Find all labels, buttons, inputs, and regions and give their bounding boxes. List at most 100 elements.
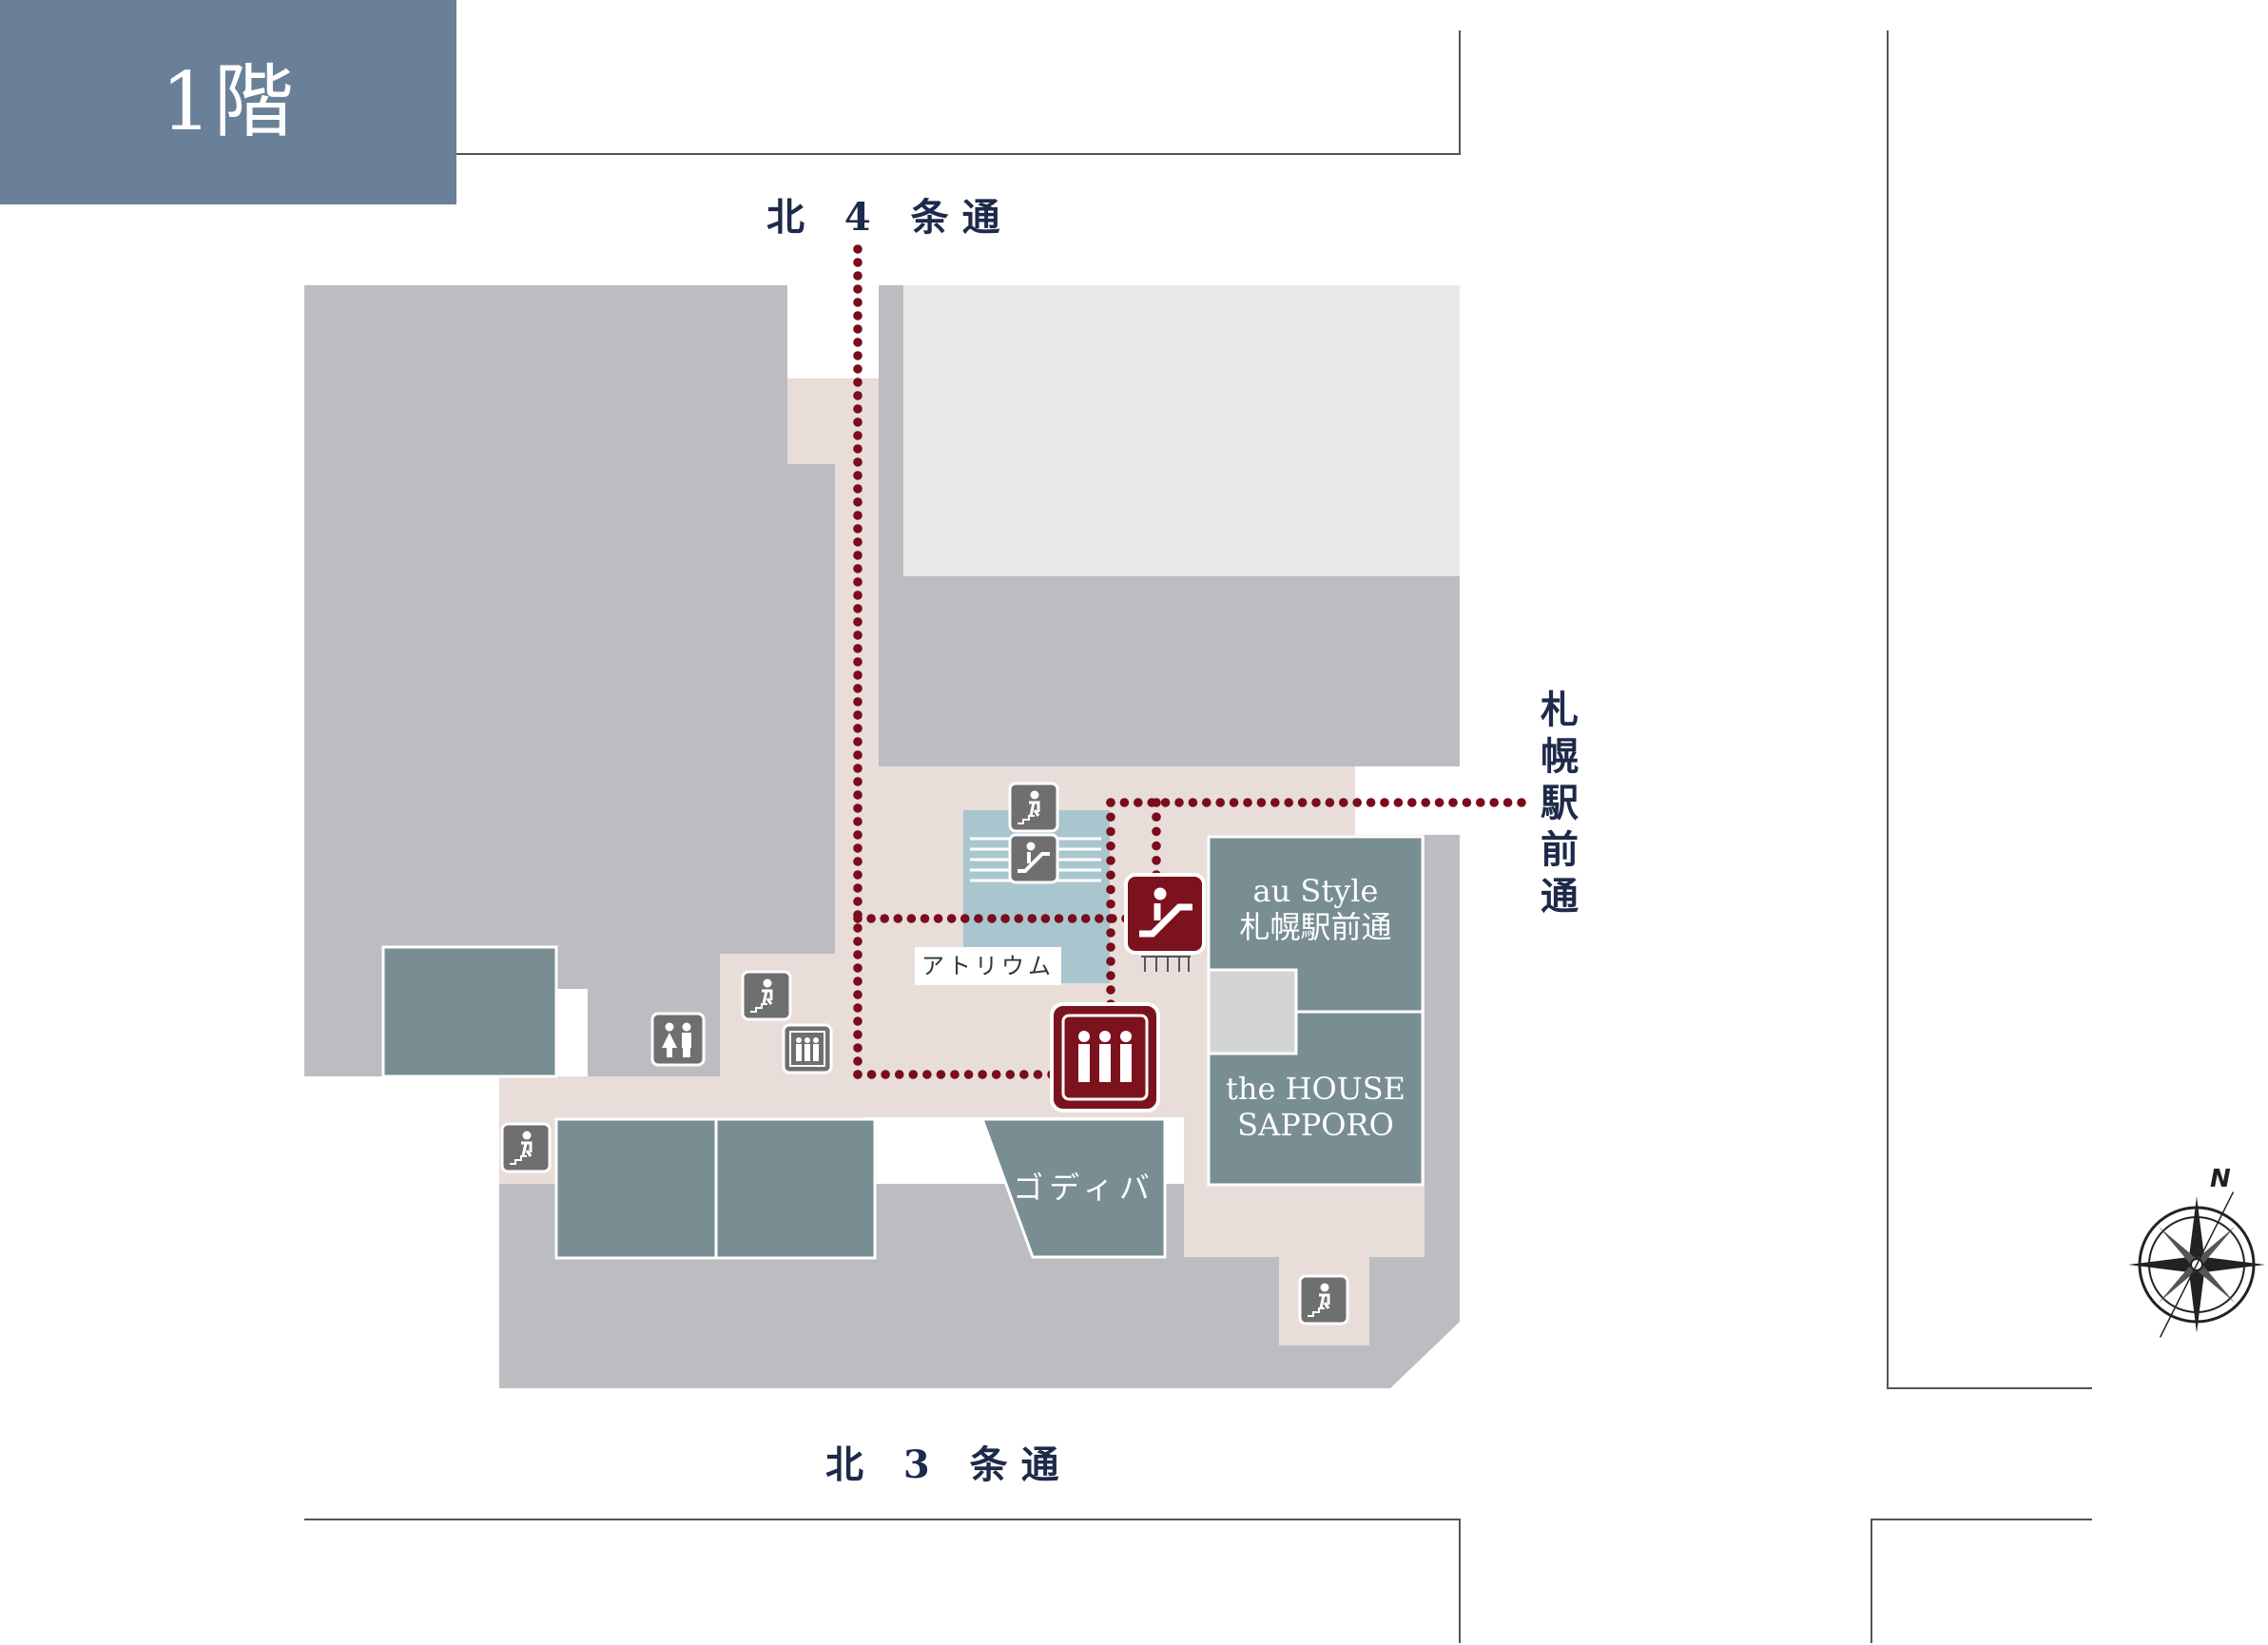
- route-dot: [963, 1070, 974, 1079]
- route-dot: [853, 914, 863, 923]
- route-dot: [1256, 798, 1267, 807]
- route-dot: [1152, 841, 1161, 851]
- route-dot: [893, 914, 903, 923]
- route-dot: [1311, 798, 1321, 807]
- street-east-label: 札幌駅前通: [1541, 687, 1579, 919]
- route-dot: [853, 324, 863, 334]
- route-dot: [853, 364, 863, 374]
- route-dot: [853, 990, 863, 999]
- route-dot: [1033, 1070, 1043, 1079]
- route-dot: [853, 724, 863, 733]
- route-dot: [853, 697, 863, 706]
- escalator-icon: [1124, 873, 1206, 955]
- route-dot: [1517, 798, 1526, 807]
- route-dot: [1106, 914, 1115, 923]
- route-dot: [987, 914, 997, 923]
- compass-icon: N: [2128, 1165, 2265, 1338]
- route-dot: [1106, 928, 1115, 938]
- route-dot: [853, 684, 863, 693]
- route-dot: [1106, 841, 1115, 851]
- shop-inner-lightbox: [1207, 968, 1298, 1055]
- route-dot: [853, 630, 863, 640]
- route-dot: [853, 298, 863, 307]
- east-building-strip: [1425, 835, 1460, 1184]
- route-dot: [1434, 798, 1444, 807]
- route-dot: [853, 417, 863, 427]
- route-dot: [853, 604, 863, 613]
- route-dot: [853, 777, 863, 786]
- street-south-label: 北 3 条通: [825, 1442, 1073, 1487]
- route-dot: [853, 537, 863, 547]
- route-dot: [853, 963, 863, 973]
- corridors: [499, 378, 1425, 1345]
- route-dot: [1106, 812, 1115, 822]
- route-dot: [853, 524, 863, 533]
- restroom-icon: [650, 1012, 706, 1067]
- route-dot: [853, 710, 863, 720]
- route-dot: [853, 857, 863, 866]
- route-dot: [1014, 914, 1023, 923]
- route-dot: [853, 497, 863, 507]
- route-dot: [853, 444, 863, 454]
- route-dot: [853, 471, 863, 480]
- route-dot: [894, 1070, 904, 1079]
- route-dot: [1160, 798, 1171, 807]
- route-dot: [1106, 957, 1115, 966]
- route-dot: [1080, 914, 1091, 923]
- route-dot: [866, 1070, 877, 1079]
- route-dot: [853, 950, 863, 959]
- route-dot: [974, 914, 983, 923]
- stairs-icon: [500, 1122, 552, 1173]
- route-dot: [1448, 798, 1458, 807]
- route-dot: [853, 457, 863, 467]
- route-dot: [1325, 798, 1335, 807]
- route-dot: [1054, 914, 1064, 923]
- elevator-icon: [782, 1023, 833, 1074]
- route-dot: [1106, 870, 1115, 881]
- route-dot: [1152, 826, 1161, 837]
- route-dot: [853, 590, 863, 600]
- route-dot: [853, 338, 863, 347]
- route-dot: [1106, 971, 1115, 980]
- route-dot: [853, 897, 863, 906]
- route-dot: [1040, 914, 1051, 923]
- shops: [381, 835, 1425, 1260]
- route-dot: [853, 843, 863, 853]
- escalator-icon: [1008, 833, 1059, 884]
- elevator-icon: [1050, 1002, 1160, 1113]
- route-dot: [853, 431, 863, 440]
- route-dot: [853, 244, 863, 254]
- route-dot: [853, 870, 863, 880]
- route-dot: [1188, 798, 1198, 807]
- route-dot: [1202, 798, 1212, 807]
- north-east-light-building: [903, 285, 1460, 576]
- street-north-label: 北 4 条通: [766, 195, 1014, 240]
- shop-godiva: [979, 1117, 1167, 1259]
- route-dot: [853, 817, 863, 826]
- route-dot: [1462, 798, 1472, 807]
- route-dot: [1005, 1070, 1016, 1079]
- shop-au-style-label: au Style 札幌駅前通: [1239, 873, 1392, 945]
- route-dot: [853, 803, 863, 813]
- route-dot: [1106, 798, 1115, 807]
- route-dot: [853, 391, 863, 400]
- shop-west-small: [381, 945, 558, 1078]
- route-dot: [908, 1070, 919, 1079]
- route-dot: [1019, 1070, 1029, 1079]
- route-dot: [1152, 812, 1161, 822]
- route-dot: [1095, 914, 1104, 923]
- route-dot: [1174, 798, 1184, 807]
- street-outlines: [304, 30, 2092, 1643]
- route-dot: [1106, 942, 1115, 952]
- atrium-label: アトリウム: [915, 947, 1061, 985]
- route-dot: [1134, 798, 1143, 807]
- route-dot: [880, 914, 889, 923]
- route-dot: [866, 914, 876, 923]
- route-dot: [1152, 856, 1161, 865]
- route-dot: [853, 511, 863, 520]
- route-dot: [1106, 884, 1115, 895]
- route-dot: [1284, 798, 1293, 807]
- route-dot: [1243, 798, 1252, 807]
- route-dot: [853, 551, 863, 560]
